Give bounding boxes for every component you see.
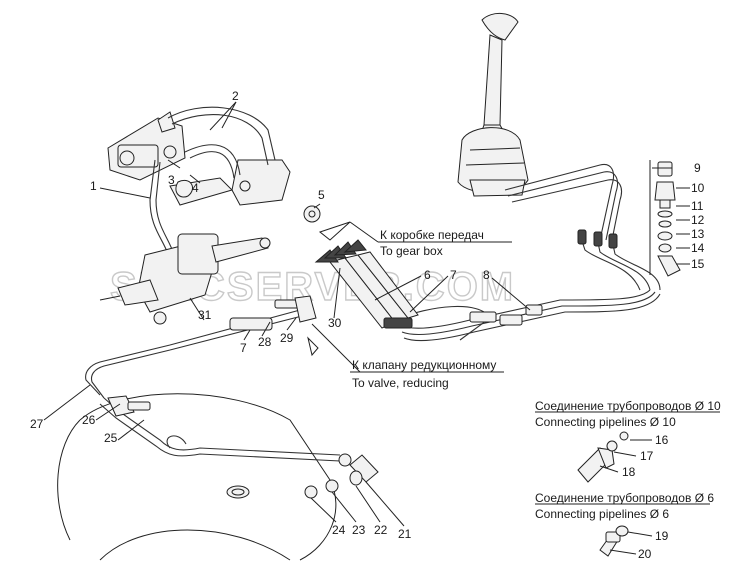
direction-arrows [307,221,361,373]
callout-7a: 7 [450,268,457,282]
callout-7b: 7 [240,341,247,355]
pipeline-fittings-8 [469,304,543,326]
callout-15: 15 [691,257,705,271]
valve-pipeline [85,295,317,399]
air-receiver-tank [57,393,337,561]
callout-28: 28 [258,335,272,349]
callout-10: 10 [691,181,705,195]
shift-pipelines [504,163,661,291]
callout-12: 12 [691,213,705,227]
annotation-captions: К коробке передач To gear box К клапану … [352,228,721,521]
caption-conn6-en: Connecting pipelines Ø 6 [535,507,669,521]
clutch-booster [99,233,271,325]
callout-2: 2 [232,89,239,103]
tank-fittings [304,453,379,499]
callout-31: 31 [198,308,212,322]
caption-gearbox-en: To gear box [380,244,443,258]
callout-4: 4 [192,181,199,195]
callout-24: 24 [332,523,346,537]
caption-gearbox-ru: К коробке передач [380,228,484,242]
caption-valve-en: To valve, reducing [352,376,449,390]
callout-30: 30 [328,316,342,330]
callout-14: 14 [691,241,705,255]
callout-8: 8 [483,268,490,282]
callout-25: 25 [104,431,118,445]
fitting-parts-column [649,160,681,277]
callout-22: 22 [374,523,388,537]
callout-11: 11 [691,199,704,213]
annotation-lines [349,221,720,505]
callout-1: 1 [90,179,97,193]
callout-13: 13 [691,227,705,241]
callout-17: 17 [640,449,654,463]
tank-pipeline [99,395,341,462]
callout-16: 16 [655,433,669,447]
callout-3: 3 [168,173,175,187]
callout-20: 20 [638,547,652,561]
callout-5: 5 [318,188,325,202]
shift-connectors [577,229,618,249]
callout-26: 26 [82,413,96,427]
caption-valve-ru: К клапану редукционному [352,358,496,372]
leader-lines [43,101,690,555]
callout-18: 18 [622,465,636,479]
callout-6: 6 [424,268,431,282]
caption-conn10-ru: Соединение трубопроводов Ø 10 [535,399,721,413]
gearbox-fittings [303,205,419,329]
callouts: 1 2 3 4 5 6 7 7 8 9 10 11 12 13 14 15 16… [30,89,705,561]
brake-valve-assembly [107,111,291,206]
callout-19: 19 [655,529,669,543]
gear-shift-lever [457,13,529,197]
caption-conn6-ru: Соединение трубопроводов Ø 6 [535,491,714,505]
callout-9: 9 [694,161,701,175]
connection-detail-6 [599,525,629,557]
callout-23: 23 [352,523,366,537]
caption-conn10-en: Connecting pipelines Ø 10 [535,415,676,429]
callout-27: 27 [30,417,44,431]
connection-detail-10 [577,431,629,483]
callout-21: 21 [398,527,412,541]
callout-29: 29 [280,331,294,345]
